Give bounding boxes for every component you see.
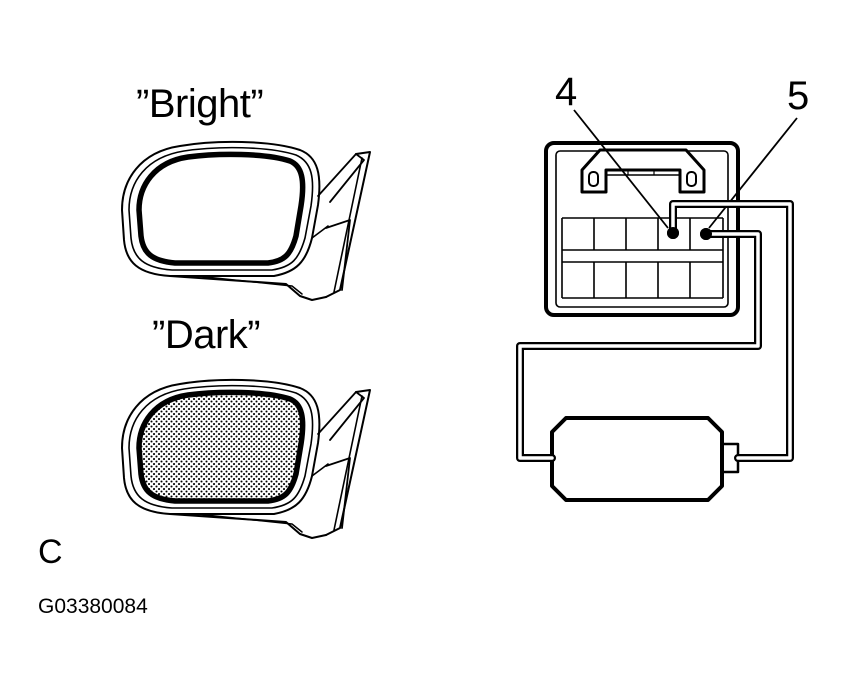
dark-label: ”Dark” xyxy=(152,313,261,357)
terminal-4-label: 4 xyxy=(555,70,578,114)
figure-code: G03380084 xyxy=(38,595,148,618)
terminal-5-label: 5 xyxy=(787,74,810,118)
tester-box xyxy=(550,416,740,502)
bright-label: ”Bright” xyxy=(136,82,264,126)
mirror-dark xyxy=(121,378,371,539)
panel-letter: C xyxy=(38,533,63,571)
leader-lines xyxy=(573,109,798,229)
mirror-bright xyxy=(121,140,371,301)
